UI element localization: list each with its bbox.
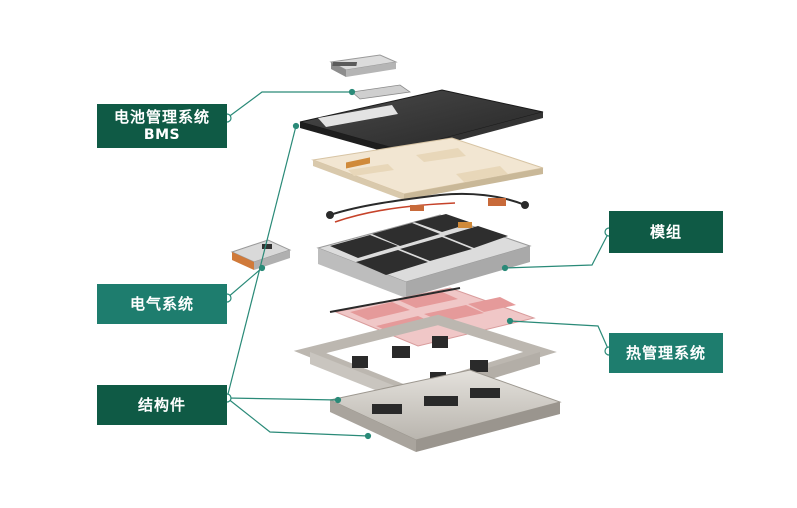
label-bms-line2: BMS — [143, 127, 181, 143]
insulation-sheet — [311, 137, 544, 200]
label-thermal: 热管理系统 — [609, 333, 723, 373]
label-module: 模组 — [609, 211, 723, 253]
bottom-plate — [328, 369, 562, 452]
label-electrical: 电气系统 — [97, 284, 227, 324]
battery-modules — [316, 157, 532, 298]
label-electrical-text: 电气系统 — [129, 295, 194, 313]
bms-unit — [329, 54, 398, 77]
label-module-text: 模组 — [649, 223, 682, 241]
connector-lines — [226, 91, 610, 437]
label-thermal-text: 热管理系统 — [625, 344, 706, 362]
wiring-harness — [326, 192, 529, 223]
label-structure-text: 结构件 — [137, 396, 186, 414]
label-structure: 结构件 — [97, 385, 227, 425]
electrical-component — [230, 239, 292, 270]
label-bms: 电池管理系统 BMS — [97, 104, 227, 148]
label-bms-line1: 电池管理系统 — [113, 108, 210, 126]
